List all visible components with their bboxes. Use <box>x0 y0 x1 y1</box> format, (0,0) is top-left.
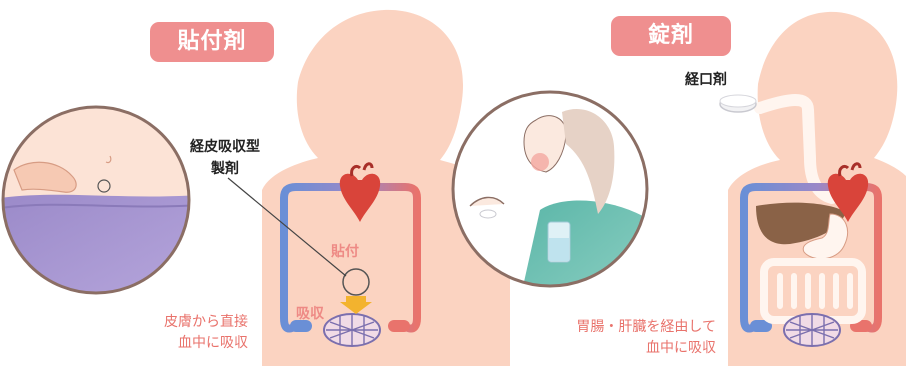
patch-desc-line2: 血中に吸収 <box>178 335 248 351</box>
product-label-line2: 製剤 <box>211 161 239 177</box>
lung-capillary-icon <box>783 313 841 347</box>
tablet-desc-line1: 胃腸・肝臓を経由して <box>576 319 716 335</box>
heart-icon <box>339 162 381 222</box>
tablet-intake-illustration <box>451 90 649 288</box>
tablet-title-badge: 錠剤 <box>611 16 731 56</box>
tablet-title: 錠剤 <box>647 23 694 48</box>
tablet-icon <box>719 94 757 113</box>
liver-icon <box>756 202 846 245</box>
patch-title: 貼付剤 <box>177 29 247 54</box>
down-arrow-icon <box>340 296 372 314</box>
lung-capillary-icon <box>323 313 381 347</box>
patch-title-badge: 貼付剤 <box>150 22 274 62</box>
product-label-line1: 経皮吸収型 <box>190 139 260 155</box>
patch-circle-icon <box>342 268 370 296</box>
apply-label: 貼付 <box>331 244 359 260</box>
product-pointer-line <box>227 177 347 277</box>
oral-label: 経口剤 <box>685 72 727 88</box>
stomach-icon <box>802 213 848 260</box>
patch-desc-line1: 皮膚から直接 <box>164 314 248 330</box>
tablet-desc-line2: 血中に吸収 <box>646 340 716 356</box>
patch-application-illustration <box>1 105 191 295</box>
heart-icon <box>827 162 869 222</box>
absorb-label: 吸収 <box>296 306 324 322</box>
